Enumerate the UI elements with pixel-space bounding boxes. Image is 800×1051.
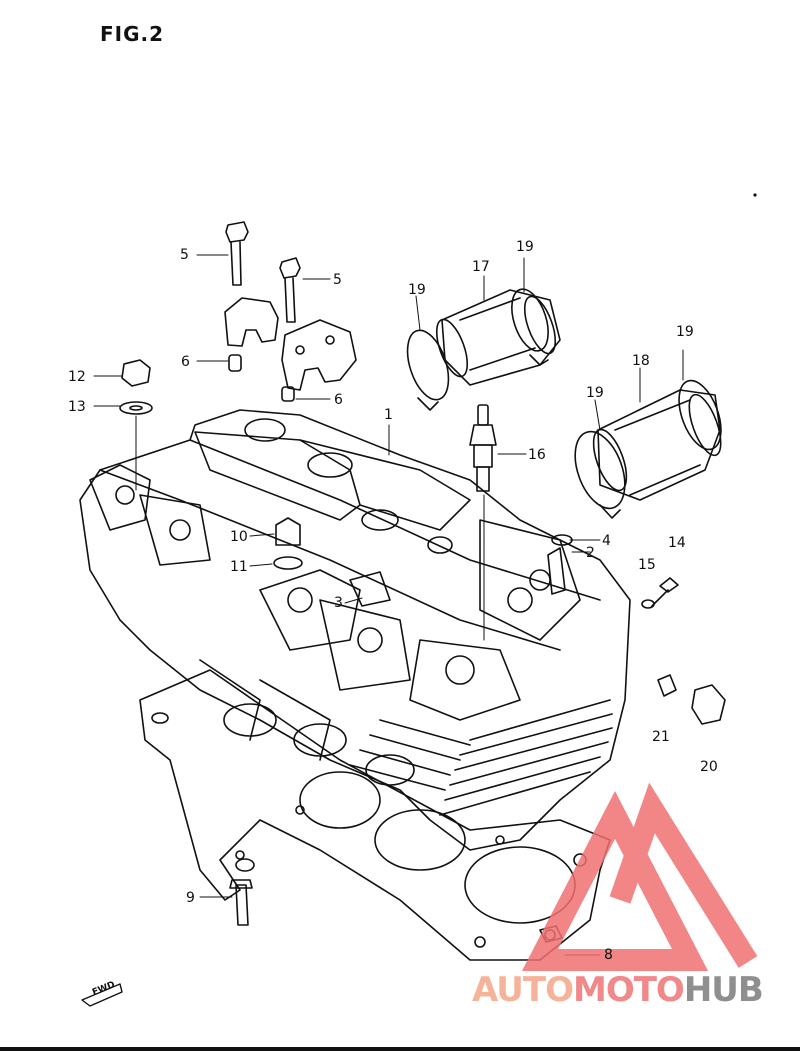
spark-plug-16 (469, 404, 497, 492)
callout-18: 18 (632, 353, 650, 369)
callout-19d: 19 (586, 385, 604, 401)
callout-10: 10 (230, 529, 248, 545)
callout-19c: 19 (676, 324, 694, 340)
callout-20: 20 (700, 759, 718, 775)
intake-boot-17 (435, 289, 561, 386)
cam-cap-right (281, 319, 357, 391)
callout-16: 16 (528, 447, 546, 463)
washer-13 (119, 401, 153, 415)
callout-6a: 6 (181, 354, 190, 370)
stud-9 (235, 884, 249, 926)
callout-8: 8 (604, 947, 613, 963)
gasket-21 (657, 674, 677, 697)
clamp-19d (678, 379, 722, 451)
cam-cap-left (224, 297, 279, 347)
callout-21: 21 (652, 729, 670, 745)
figure-title: FIG.2 (100, 22, 165, 46)
callout-9: 9 (186, 890, 195, 906)
intake-boot-18 (592, 389, 722, 501)
callout-14: 14 (668, 535, 686, 551)
watermark-hub: HUB (683, 970, 764, 1010)
clamp-19b (511, 288, 549, 352)
clamp-19c (574, 430, 626, 510)
callout-6b: 6 (334, 392, 343, 408)
callout-15: 15 (638, 557, 656, 573)
head-gasket (139, 669, 611, 961)
cap-nut-10 (275, 517, 301, 546)
clamp-19a (406, 329, 450, 401)
callout-19a: 19 (516, 239, 534, 255)
washer-11 (273, 556, 303, 570)
watermark-logo (521, 782, 758, 971)
cylinder-head-outline (79, 409, 631, 851)
callout-19b: 19 (408, 282, 426, 298)
callout-4: 4 (602, 533, 611, 549)
watermark-text: AUTOMOTOHUB (472, 970, 764, 1010)
bolt-5b (279, 257, 301, 323)
nut-12 (121, 359, 151, 387)
callout-3: 3 (334, 595, 343, 611)
callout-13: 13 (68, 399, 86, 415)
callout-2: 2 (586, 545, 595, 561)
callout-1: 1 (384, 407, 393, 423)
callout-12: 12 (68, 369, 86, 385)
dowel-6b (281, 386, 295, 402)
callout-5a: 5 (180, 247, 189, 263)
bolt-5a (225, 221, 249, 286)
callout-11: 11 (230, 559, 248, 575)
callout-17: 17 (472, 259, 490, 275)
callout-5b: 5 (333, 272, 342, 288)
fwd-arrow-icon (81, 983, 123, 1007)
plug-20 (691, 684, 726, 725)
watermark-moto: MOTO (572, 970, 685, 1010)
dowel-6a (228, 354, 242, 372)
bottom-border (0, 1047, 800, 1051)
watermark-auto: AUTO (472, 970, 574, 1010)
